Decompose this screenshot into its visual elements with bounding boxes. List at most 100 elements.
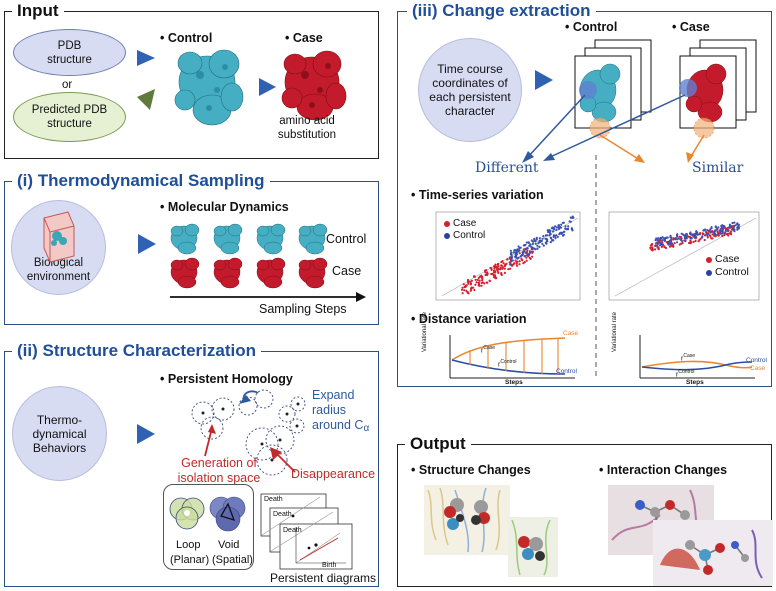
scatter-point [554,225,557,228]
scatter-point [546,229,549,232]
scatter-point [469,289,472,292]
scatter-point [461,292,464,295]
ext-control-label: • Control [565,20,618,34]
behaviors-circle: Thermo-dynamical Behaviors [12,386,107,481]
scatter-point [569,220,572,223]
scatter-point [717,226,720,229]
dist-rcase-a: rCase [481,345,496,355]
scatter-point [524,251,527,254]
dist-variation-label: • Distance variation [411,312,527,326]
scatter-point [520,257,523,260]
behaviors-label: Thermo-dynamical Behaviors [32,412,87,455]
scatter-point [540,239,543,243]
scatter-point [490,272,493,276]
scatter-point [460,288,464,291]
scatter-point [694,239,697,243]
scatter-point [737,223,740,226]
scatter-point [661,236,664,239]
scatter-point [710,227,713,230]
scatter-point [510,264,514,267]
ts-control-legend-b: Control [715,266,749,278]
scatter-point [515,262,518,265]
sampling-steps-label: Sampling Steps [259,302,347,316]
scatter-point [682,233,685,236]
scatter-point [692,240,695,243]
scatter-point [496,266,499,269]
scatter-point [694,235,697,238]
scatter-point [715,227,719,230]
scatter-point [481,275,484,278]
scatter-point [484,271,487,274]
scatter-point [724,229,728,232]
scatter-point [538,245,541,248]
ts-control-legend-a: Control [453,230,486,241]
scatter-point [733,221,736,224]
scatter-point [676,235,679,238]
scatter-point [497,268,500,271]
scatter-point [493,267,496,270]
generation-label: Generation of isolation space [177,456,261,485]
scatter-point [469,282,473,285]
scatter-point [510,260,513,263]
scatter-point [521,251,525,254]
scatter-point [479,275,482,278]
scatter-point [714,229,717,232]
scatter-point [499,268,502,271]
scatter-point [558,233,561,236]
scatter-point [477,281,480,284]
scatter-point [512,251,515,254]
md-label: • Molecular Dynamics [160,200,289,214]
scatter-point [461,286,464,289]
scatter-point [677,237,680,240]
scatter-point [688,241,691,245]
blue-arrow-icon [137,50,155,66]
scatter-point [720,225,723,229]
or-label: or [62,79,73,91]
scatter-point [465,289,468,292]
scatter-point [655,237,658,240]
scatter-point [693,232,697,235]
ext-case-label: • Case [672,20,710,34]
scatter-point [488,279,491,282]
scatter-point [719,230,722,233]
birth-label: Birth [322,562,337,569]
dist-xaxis-b: Steps [686,379,704,386]
scatter-point [650,248,653,251]
scatter-point [537,242,540,245]
scatter-point [566,228,570,231]
scatter-point [721,230,724,233]
scatter-point [706,236,709,239]
dist-rcontrol-b: rControl [676,369,695,379]
scatter-point [549,241,552,244]
scatter-point [535,236,538,239]
scatter-point [513,262,516,265]
scatter-point [719,228,722,231]
scatter-point [730,233,733,236]
scatter-point [731,228,734,231]
scatter-point [559,231,563,234]
scatter-point [690,241,693,244]
scatter-point [464,284,467,287]
scatter-point [716,230,719,233]
scatter-point [527,241,530,244]
loop-void-box [163,484,254,570]
scatter-point [549,233,552,236]
scatter-point [494,271,497,274]
scatter-point [517,249,521,252]
scatter-point [722,227,725,230]
scatter-point [557,224,561,227]
scatter-point [672,244,675,247]
scatter-point [670,240,673,243]
dist-control-line-label-a: Control [556,368,577,375]
scatter-point [562,231,565,234]
scatter-point [531,243,534,246]
scatter-point [524,247,528,251]
scatter-point [654,248,657,251]
scatter-point [714,226,717,229]
spatial-label: (Spatial) [212,554,253,566]
scatter-point [709,235,712,238]
